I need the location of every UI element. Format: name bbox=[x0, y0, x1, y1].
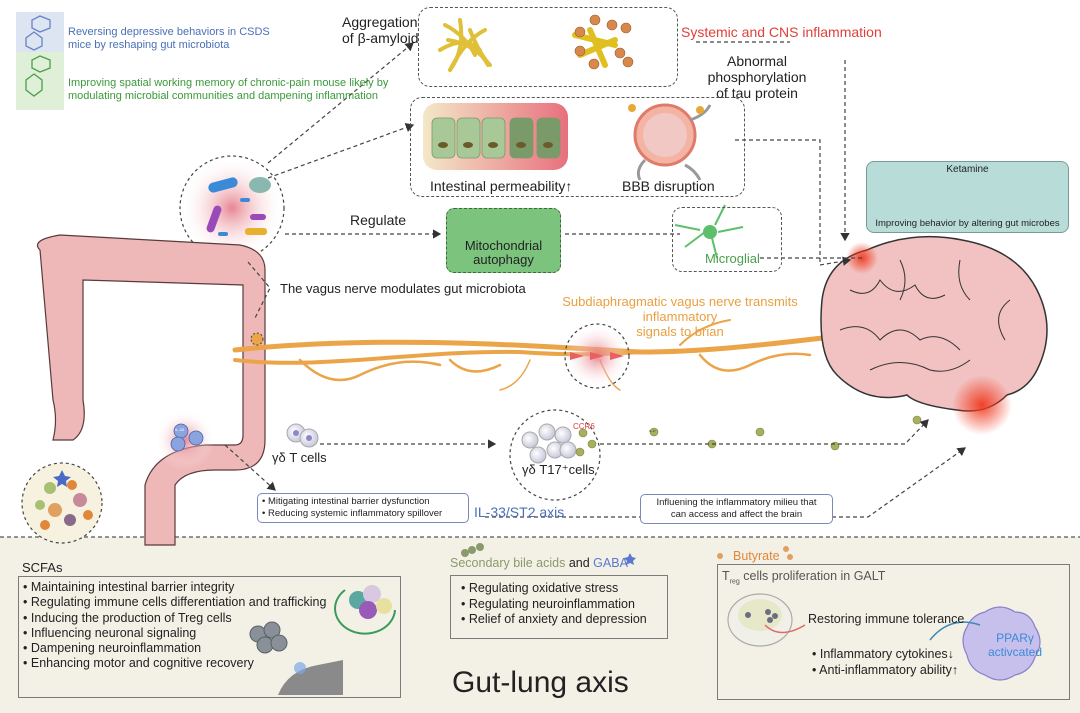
ketamine-molecule-green-icon bbox=[25, 55, 51, 97]
il33-effect-item: Reducing systemic inflammatory spillover bbox=[262, 508, 464, 520]
vagus-modulates-label: The vagus nerve modulates gut microbiota bbox=[280, 281, 526, 296]
regulate-label: Regulate bbox=[350, 212, 407, 228]
brain-icon bbox=[820, 235, 1048, 412]
scfas-item: Regulating immune cells differentiation … bbox=[23, 595, 396, 610]
il33-effect-item: Mitigating intestinal barrier dysfunctio… bbox=[262, 496, 464, 508]
gd-t-cells-icon bbox=[286, 423, 319, 448]
mito-label-line2: autophagy bbox=[473, 252, 534, 268]
treg-title: Treg cells proliferation in GALT bbox=[722, 569, 885, 587]
treg-title-sub: reg bbox=[729, 578, 740, 586]
subdiaphragmatic-label: Subdiaphragmatic vagus nerve transmits i… bbox=[530, 294, 830, 340]
mito-label-line1: Mitochondrial bbox=[464, 238, 543, 253]
gut-lung-axis-title: Gut-lung axis bbox=[452, 666, 629, 699]
microglia-icon bbox=[674, 204, 744, 259]
ketamine-box: Ketamine Improving behavior by altering … bbox=[866, 161, 1069, 233]
treg-title-T: T bbox=[722, 569, 730, 583]
bacteria-icon bbox=[206, 177, 271, 236]
ketamine-structure-green-bg bbox=[16, 52, 64, 110]
bbb-disruption-label: BBB disruption bbox=[622, 178, 715, 194]
milieu-line1: Influening the inflammatory milieu that bbox=[656, 497, 817, 508]
bile-item: Regulating neuroinflammation bbox=[461, 597, 657, 613]
barrier-box bbox=[410, 97, 745, 197]
bile-gaba-box: Regulating oxidative stress Regulating n… bbox=[450, 575, 668, 639]
scfas-item: Dampening neuroinflammation bbox=[23, 641, 396, 656]
gaba-label: GABA bbox=[593, 556, 628, 570]
treg-title-rest: cells proliferation in GALT bbox=[739, 569, 886, 583]
bile-acids-label: Secondary bile acids bbox=[450, 556, 566, 570]
il17-tag: IL-17 bbox=[649, 429, 656, 433]
ketamine-effect-blue: Reversing depressive behaviors in CSDS m… bbox=[68, 26, 270, 51]
tau-label-line1: Abnormal phosphorylation bbox=[707, 53, 807, 86]
scfas-item: Enhancing motor and cognitive recovery bbox=[23, 656, 396, 671]
ppar-line2: activcated bbox=[987, 644, 1043, 659]
il33-tag: IL-33 bbox=[175, 427, 185, 432]
amyloid-fibrils-icon bbox=[438, 18, 492, 72]
ketamine-effect-green-line1: Improving spatial working memory of chro… bbox=[68, 77, 389, 89]
ketamine-effect-blue-line1: Reversing depressive behaviors in CSDS bbox=[68, 26, 270, 38]
lymph-node-icon bbox=[727, 593, 806, 647]
bile-gaba-title: Secondary bile acids and GABA bbox=[450, 556, 628, 570]
colon-icon bbox=[36, 234, 266, 546]
amyloid-tau-box bbox=[418, 7, 678, 87]
restoring-tolerance-label: Restoring immune tolerance bbox=[808, 612, 965, 626]
ketamine-molecule-blue-icon bbox=[25, 15, 51, 51]
milieu-box: Influening the inflammatory milieu that … bbox=[640, 494, 833, 524]
bile-acid-icon bbox=[461, 543, 484, 557]
ppar-line1: PPARγ bbox=[996, 631, 1034, 645]
scfas-item: Inducing the production of Treg cells bbox=[23, 611, 396, 626]
ketamine-title: Ketamine bbox=[946, 164, 989, 175]
il33-cells-icon bbox=[170, 423, 204, 452]
macrophage-icon bbox=[929, 606, 1041, 681]
butyrate-box bbox=[717, 564, 1070, 700]
bile-item: Relief of anxiety and depression bbox=[461, 612, 657, 628]
butyrate-item: Anti-inflammatory ability↑ bbox=[812, 662, 958, 678]
il33-st2-axis-label: IL-33/ST2 axis bbox=[474, 504, 565, 520]
gd-t17-circle bbox=[509, 409, 601, 501]
and-label: and bbox=[565, 556, 594, 570]
ppar-label: PPARγ activcated bbox=[985, 631, 1045, 660]
amyloid-label-line1: Aggregation bbox=[342, 14, 418, 30]
intestinal-permeability-label: Intestinal permeability↑ bbox=[430, 178, 573, 194]
subdiaphragmatic-line2: signals to brian bbox=[636, 323, 724, 339]
butyrate-molecules-icon bbox=[717, 546, 793, 560]
gd-t17-cells-icon bbox=[521, 423, 577, 464]
ccr6-label: CCR6 bbox=[573, 422, 595, 431]
subdiaphragmatic-line1: Subdiaphragmatic vagus nerve transmits i… bbox=[562, 294, 798, 324]
ketamine-effect-green: Improving spatial working memory of chro… bbox=[68, 77, 388, 102]
tau-label: Abnormal phosphorylation of tau protein bbox=[682, 53, 832, 101]
tau-protein-icon bbox=[572, 14, 634, 70]
bbb-vessel-icon bbox=[628, 103, 712, 181]
mitochondrial-autophagy-box: Mitochondrial autophagy bbox=[446, 208, 561, 273]
il33-effects-box: Mitigating intestinal barrier dysfunctio… bbox=[257, 493, 469, 523]
gd-t-cells-label: γδ T cells bbox=[272, 450, 327, 465]
ketamine-caption: Improving behavior by altering gut micro… bbox=[875, 218, 1060, 229]
scfas-box: Maintaining intestinal barrier integrity… bbox=[18, 576, 401, 698]
scfas-title: SCFAs bbox=[22, 560, 63, 575]
gd-t17-cells-label: γδ T17⁺cells bbox=[522, 462, 595, 477]
ketamine-effect-blue-line2: mice by reshaping gut microbiota bbox=[68, 38, 230, 51]
scfas-item: Influencing neuronal signaling bbox=[23, 626, 396, 641]
butyrate-item: Inflammatory cytokines↓ bbox=[812, 646, 958, 662]
milieu-line2: can access and affect the brain bbox=[670, 509, 803, 521]
inflammation-label: Systemic and CNS inflammation bbox=[681, 24, 882, 40]
gaba-icon bbox=[624, 553, 636, 565]
butyrate-items: Inflammatory cytokines↓ Anti-inflammator… bbox=[812, 646, 958, 679]
il17-particles bbox=[575, 415, 922, 457]
microglial-box bbox=[672, 207, 782, 272]
signal-arrows-icon bbox=[570, 352, 624, 360]
microglial-label: Microglial bbox=[705, 251, 760, 266]
ketamine-effect-green-line2: modulating microbial communities and dam… bbox=[68, 89, 378, 102]
butyrate-title: Butyrate bbox=[733, 549, 780, 563]
scfa-molecules-icon bbox=[35, 470, 93, 530]
scfas-item: Maintaining intestinal barrier integrity bbox=[23, 580, 396, 595]
amyloid-label-line2: of β-amyloid bbox=[342, 30, 419, 47]
amyloid-label: Aggregation of β-amyloid bbox=[342, 14, 419, 46]
bile-item: Regulating oxidative stress bbox=[461, 581, 657, 597]
